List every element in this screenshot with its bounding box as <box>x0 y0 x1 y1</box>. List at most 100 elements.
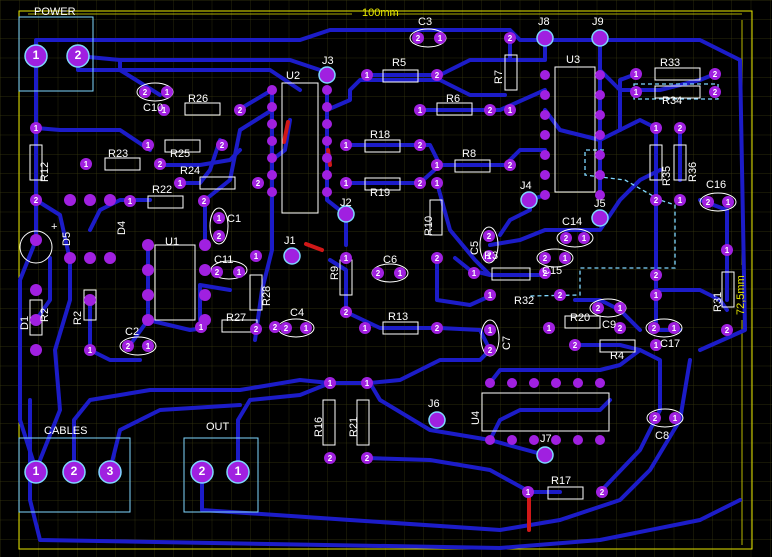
pad <box>142 139 154 151</box>
pad-number: 1 <box>618 304 623 313</box>
cables-connector-label: CABLES <box>44 425 88 437</box>
pad <box>84 344 96 356</box>
label-r19: R19 <box>370 187 391 199</box>
label-c16: C16 <box>706 179 727 191</box>
pad-number: 2 <box>558 291 563 300</box>
pad <box>595 130 605 140</box>
pad <box>483 250 495 262</box>
pad-number: 1 <box>237 268 242 277</box>
pad <box>702 196 714 208</box>
pad <box>267 136 277 146</box>
pad <box>142 289 154 301</box>
pad-number: 2 <box>365 454 370 463</box>
label-c1: C1 <box>227 213 242 225</box>
label-r22: R22 <box>152 184 173 196</box>
label-r31: R31 <box>712 291 724 312</box>
label-r35: R35 <box>661 165 673 186</box>
pad-number: 1 <box>438 34 443 43</box>
pad <box>318 66 336 84</box>
label-d1: D1 <box>19 315 31 330</box>
pad <box>104 252 116 264</box>
pad <box>595 90 605 100</box>
pad <box>154 158 166 170</box>
pad <box>337 205 355 223</box>
pad-number: 2 <box>217 232 222 241</box>
pad <box>504 104 516 116</box>
pad <box>595 150 605 160</box>
label-j1: J1 <box>284 235 296 247</box>
pad <box>66 44 90 68</box>
pad <box>84 252 96 264</box>
pad <box>483 230 495 242</box>
label-r3: R3 <box>484 250 499 262</box>
label-j9: J9 <box>592 16 604 28</box>
pad <box>504 32 516 44</box>
pad-number: 1 <box>398 269 403 278</box>
pad <box>595 190 605 200</box>
pad <box>139 86 151 98</box>
pad-number: 1 <box>435 179 440 188</box>
pad <box>540 70 550 80</box>
pad-number: 2 <box>416 34 421 43</box>
pad <box>267 85 277 95</box>
pad <box>359 322 371 334</box>
pad-number: 1 <box>418 106 423 115</box>
pad <box>595 70 605 80</box>
pad <box>591 29 609 47</box>
pad <box>412 32 424 44</box>
pad <box>591 209 609 227</box>
pad <box>468 267 480 279</box>
pad <box>213 212 225 224</box>
pad <box>554 289 566 301</box>
label-c3: C3 <box>418 16 433 28</box>
pad-number: 1 <box>344 141 349 150</box>
label-d4: D4 <box>116 220 128 235</box>
pad <box>252 177 264 189</box>
pad-number: 1 <box>178 179 183 188</box>
pad-number: 2 <box>618 324 623 333</box>
pad-number: 2 <box>273 323 278 332</box>
board-width-dimension: 100mm <box>362 7 399 19</box>
pad-number: 1 <box>199 323 204 332</box>
pad-number: 3 <box>107 464 114 478</box>
pad <box>199 314 211 326</box>
pad <box>431 252 443 264</box>
pad <box>98 460 122 484</box>
pad <box>573 378 583 388</box>
pad <box>234 104 246 116</box>
label-r24: R24 <box>180 165 201 177</box>
pad-number: 2 <box>328 454 333 463</box>
pad <box>322 136 332 146</box>
pad <box>142 340 154 352</box>
pad <box>24 460 48 484</box>
pad-number: 1 <box>363 324 368 333</box>
label-r36: R36 <box>687 161 699 182</box>
pad <box>324 377 336 389</box>
pad-number: 1 <box>508 106 513 115</box>
pad-number: 2 <box>344 308 349 317</box>
pad <box>650 289 662 301</box>
label-r9: R9 <box>329 265 341 280</box>
label-c2: C2 <box>125 326 140 338</box>
board-height-dimension: 72,5mm <box>735 275 747 315</box>
pad <box>578 232 590 244</box>
pad <box>522 486 534 498</box>
label-r1: R2 <box>39 307 51 322</box>
pad-number: 2 <box>600 488 605 497</box>
pad-number: 1 <box>526 488 531 497</box>
pad <box>573 435 583 445</box>
pad-number: 1 <box>673 414 678 423</box>
pad <box>414 177 426 189</box>
component-pads <box>24 29 734 498</box>
pad <box>250 323 262 335</box>
label-j3: J3 <box>322 55 334 67</box>
pad <box>322 153 332 163</box>
pad <box>267 153 277 163</box>
pad-number: 2 <box>725 326 730 335</box>
label-r23: R23 <box>108 148 129 160</box>
pad <box>595 378 605 388</box>
pad <box>650 339 662 351</box>
pad-number: 1 <box>146 342 151 351</box>
